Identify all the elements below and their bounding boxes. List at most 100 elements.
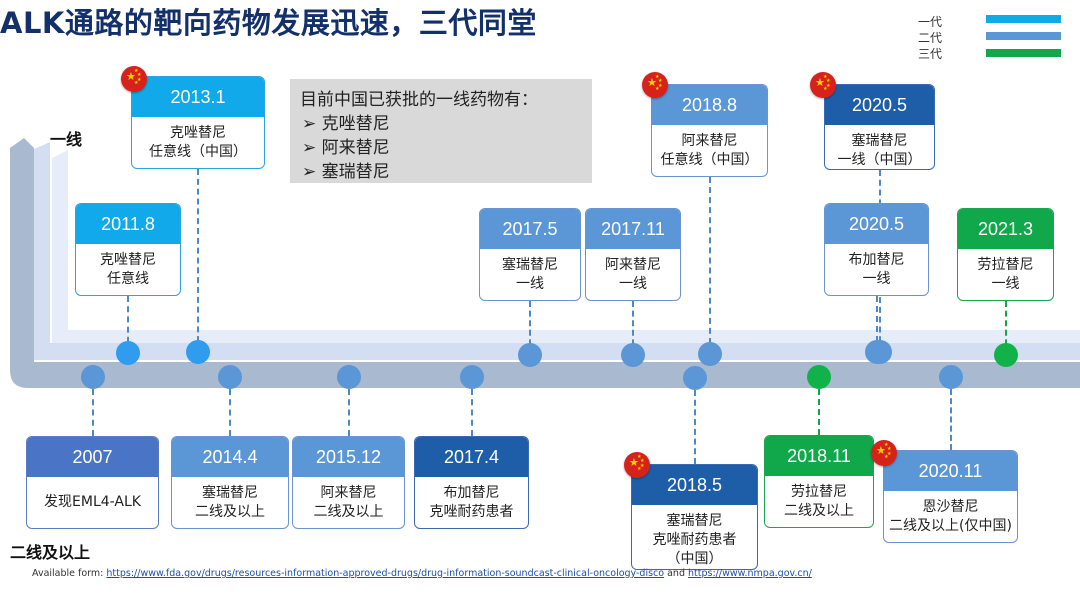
event-text-line: 发现EML4-ALK <box>44 494 141 510</box>
event-text-line: 克唑耐药患者 <box>429 504 514 520</box>
event-text-line: 任意线 <box>107 271 149 287</box>
event-connector <box>127 296 129 353</box>
event-date: 2017.11 <box>586 209 680 249</box>
event-connector <box>347 389 350 436</box>
legend-swatch-second-gen <box>986 32 1061 40</box>
timeline-dot <box>80 365 105 389</box>
event-date: 2018.8 <box>652 85 767 125</box>
timeline-dot <box>218 365 242 389</box>
legend-label-third-gen: 三代 <box>918 47 943 61</box>
event-text-line: 布加替尼 <box>443 485 500 501</box>
approved-heading: 目前中国已获批的一线药物有： <box>300 90 538 110</box>
event-description: 布加替尼一线 <box>825 244 928 289</box>
event-description: 阿来替尼任意线（中国） <box>652 125 767 170</box>
event-text-line: 二线及以上(仅中国) <box>889 518 1012 534</box>
event-connector <box>91 389 94 436</box>
event-connector <box>229 389 231 436</box>
event-date: 2015.12 <box>293 437 404 477</box>
event-text-line: 布加替尼 <box>848 252 905 268</box>
timeline-band-front <box>10 138 1080 388</box>
event-text-line: 一线 <box>862 271 891 287</box>
legend-label-first-gen: 一代 <box>918 15 943 29</box>
event-date: 2020.5 <box>825 204 928 244</box>
event-connector <box>818 389 820 435</box>
event-description: 劳拉替尼一线 <box>958 249 1053 294</box>
event-text-line: 阿来替尼 <box>320 485 377 501</box>
event-description: 阿来替尼一线 <box>586 249 680 294</box>
event-description: 克唑替尼任意线 <box>76 244 180 289</box>
event-text-line: 克唑替尼 <box>170 125 226 141</box>
event-connector <box>470 389 473 436</box>
event-text-line: 二线及以上 <box>784 503 854 519</box>
timeline-dot <box>938 365 963 389</box>
event-text-line: 任意线（中国） <box>149 144 247 160</box>
legend-swatch-third-gen <box>986 49 1061 57</box>
event-text-line: 塞瑞替尼 <box>502 257 558 273</box>
event-text-line: 一线 <box>516 276 544 292</box>
event-connector <box>693 390 696 464</box>
fda-link[interactable]: https://www.fda.gov/drugs/resources-info… <box>106 568 665 579</box>
event-date: 2018.11 <box>765 436 873 476</box>
event-text-line: 塞瑞替尼 <box>202 485 258 501</box>
source-footnote: Available form: https://www.fda.gov/drug… <box>32 568 812 579</box>
approved-item: ➢ 克唑替尼 <box>302 114 390 134</box>
timeline-dot <box>186 340 210 364</box>
event-description: 塞瑞替尼一线（中国） <box>825 125 934 169</box>
nmpa-link[interactable]: https://www.nmpa.gov.cn/ <box>688 568 812 579</box>
event-description: 阿来替尼二线及以上 <box>293 477 404 522</box>
event-description: 恩沙替尼二线及以上(仅中国) <box>884 491 1017 536</box>
timeline-dot <box>116 341 140 365</box>
event-text-line: 任意线（中国） <box>660 152 759 168</box>
event-date: 2014.4 <box>172 437 288 477</box>
timeline-dot <box>336 365 361 389</box>
event-text-line: 一线 <box>619 276 647 292</box>
event-text-line: 塞瑞替尼 <box>666 513 723 529</box>
event-date: 2011.8 <box>76 204 180 244</box>
timeline-dot <box>518 343 542 367</box>
event-date: 2017.4 <box>415 437 528 477</box>
event-description: 布加替尼克唑耐药患者 <box>415 477 528 522</box>
event-date: 2020.5 <box>825 85 934 125</box>
approved-first-line-box: 目前中国已获批的一线药物有： ➢ 克唑替尼 ➢ 阿来替尼 ➢ 塞瑞替尼 <box>290 79 592 183</box>
timeline-dot <box>682 366 707 390</box>
timeline-dot <box>864 340 889 364</box>
event-text-line: 劳拉替尼 <box>977 257 1034 273</box>
event-description: 塞瑞替尼克唑耐药患者（中国） <box>632 505 757 569</box>
event-description: 劳拉替尼二线及以上 <box>765 476 873 521</box>
event-text-line: 阿来替尼 <box>605 257 661 273</box>
event-text-line: 阿来替尼 <box>681 133 738 149</box>
timeline-dot <box>697 342 722 366</box>
event-text-line: 塞瑞替尼 <box>851 133 908 149</box>
event-card: 2013.1 克唑替尼任意线（中国） <box>131 76 265 169</box>
event-text-line: 一线（中国） <box>837 152 922 168</box>
china-flag-icon: ★★★★★ <box>871 440 897 466</box>
timeline-dot <box>459 365 484 389</box>
event-date: 2018.5 <box>632 465 757 505</box>
event-connector <box>949 389 952 450</box>
china-flag-icon: ★★★★★ <box>810 72 836 98</box>
event-date: 2021.3 <box>958 209 1053 249</box>
event-date: 2013.1 <box>132 77 264 117</box>
china-flag-icon: ★★★★★ <box>624 452 650 478</box>
timeline-dot <box>807 365 831 389</box>
event-description: 塞瑞替尼一线 <box>480 249 580 294</box>
first-line-label: 一线 <box>50 130 83 149</box>
event-description: 发现EML4-ALK <box>27 477 158 512</box>
event-connector <box>708 177 711 354</box>
timeline-dot <box>621 343 645 367</box>
event-text-line: 克唑替尼 <box>100 252 156 268</box>
event-connector <box>875 296 878 352</box>
